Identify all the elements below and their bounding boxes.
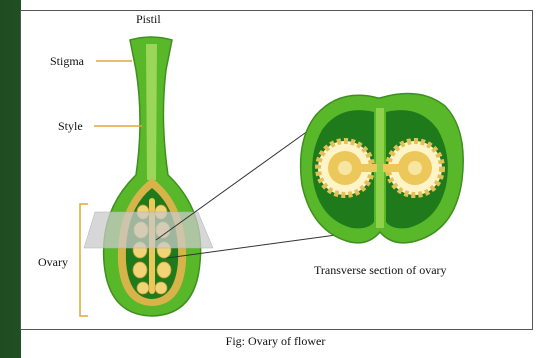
style-canal bbox=[146, 44, 157, 180]
figure-caption: Fig: Ovary of flower bbox=[0, 334, 551, 349]
septum bbox=[376, 108, 384, 228]
pistil-label: Pistil bbox=[136, 12, 161, 27]
pistil-illustration bbox=[104, 37, 201, 316]
style-label: Style bbox=[58, 119, 83, 134]
stigma-label: Stigma bbox=[50, 54, 84, 69]
transverse-section bbox=[301, 94, 464, 243]
cut-plane bbox=[84, 212, 213, 248]
transverse-section-label: Transverse section of ovary bbox=[314, 263, 447, 278]
ovary-label: Ovary bbox=[38, 255, 68, 270]
